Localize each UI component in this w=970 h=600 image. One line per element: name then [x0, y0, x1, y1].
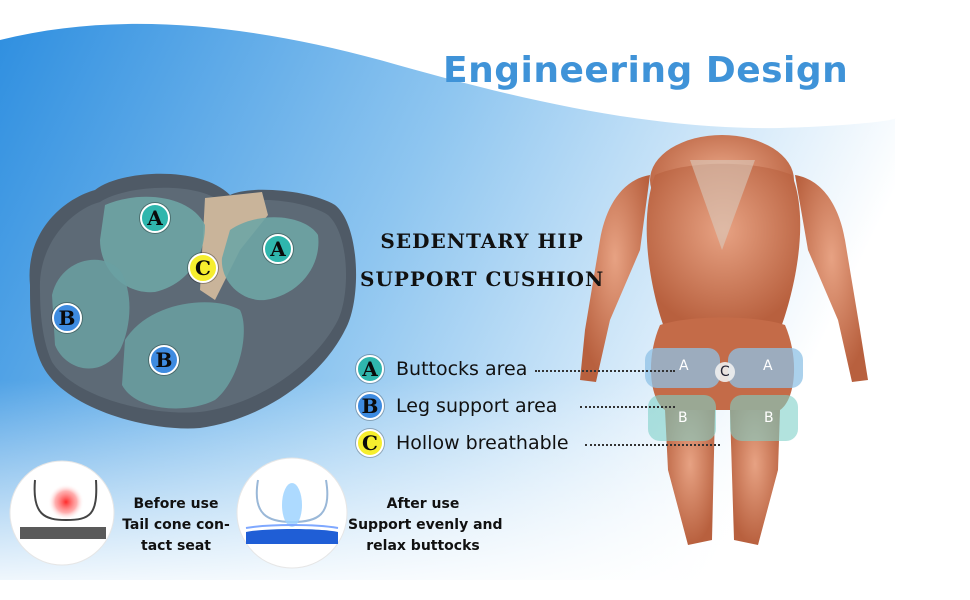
after-use-diagram	[236, 457, 348, 569]
leader-line-c	[585, 444, 720, 446]
after-use-line-3: relax buttocks	[366, 538, 480, 554]
after-use-line-1: After use	[386, 496, 460, 512]
cushion-badge-b-left: B	[52, 303, 82, 333]
before-use-line-2: Tail cone con-	[122, 517, 230, 533]
legend-label-a: Buttocks area	[396, 357, 528, 380]
leader-line-a	[535, 370, 675, 372]
body-label-b-left: B	[678, 410, 688, 426]
body-label-b-right: B	[764, 410, 774, 426]
before-use-line-3: tact seat	[141, 538, 211, 554]
body-label-a-left: A	[679, 358, 689, 374]
badge-a: A	[356, 354, 384, 383]
subtitle-line-2: SUPPORT CUSHION	[360, 267, 605, 291]
page-title: Engineering Design	[443, 50, 849, 91]
cushion-badge-c: C	[188, 253, 218, 283]
legend: A Buttocks area B Leg support area C Hol…	[356, 350, 569, 461]
cushion-badge-a-right: A	[263, 234, 293, 264]
legend-label-b: Leg support area	[396, 394, 558, 417]
after-use-line-2: Support evenly and	[348, 517, 503, 533]
before-use-caption: Before use Tail cone con- tact seat	[118, 494, 234, 557]
body-label-c: C	[720, 364, 730, 380]
cushion-illustration	[29, 173, 357, 429]
legend-label-c: Hollow breathable	[396, 431, 569, 454]
after-use-caption: After use Support evenly and relax butto…	[348, 494, 503, 557]
anatomy-illustration	[580, 135, 868, 545]
cushion-badge-b-right: B	[149, 345, 179, 375]
product-subtitle: SEDENTARY HIP SUPPORT CUSHION	[360, 222, 604, 298]
legend-item-c: C Hollow breathable	[356, 424, 569, 461]
body-label-a-right: A	[763, 358, 773, 374]
subtitle-line-1: SEDENTARY HIP	[380, 229, 584, 253]
cushion-badge-a-left: A	[140, 203, 170, 233]
before-use-diagram	[9, 460, 115, 566]
legend-item-a: A Buttocks area	[356, 350, 569, 387]
badge-b: B	[356, 391, 384, 420]
badge-c: C	[356, 428, 384, 457]
legend-item-b: B Leg support area	[356, 387, 569, 424]
before-use-line-1: Before use	[133, 496, 219, 512]
leader-line-b	[580, 406, 675, 408]
